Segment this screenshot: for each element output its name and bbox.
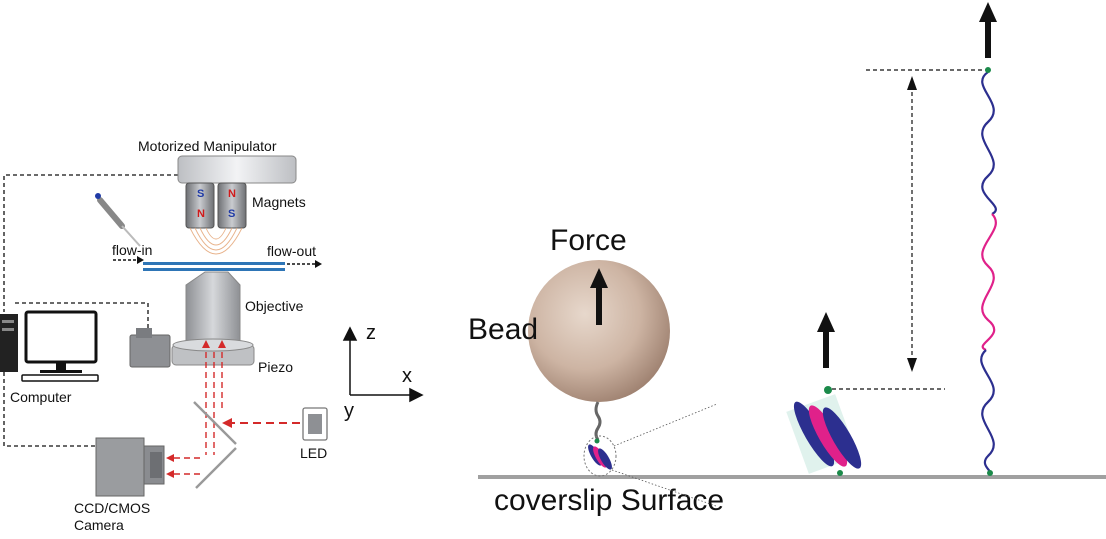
coverslip-surface <box>478 475 1106 479</box>
z-axis-label: z <box>366 322 376 344</box>
medium-force-arrow <box>817 312 835 368</box>
magnetic-field-lines <box>189 227 243 255</box>
magnet-pole-s: S <box>197 188 204 200</box>
extension-arrow-bottom <box>907 358 917 372</box>
camera-label-line2: Camera <box>74 517 124 533</box>
tether-linker <box>594 401 602 441</box>
instrument-setup: Motorized Manipulator S N N S Magnets <box>0 138 424 533</box>
folded-protein-small <box>583 435 617 477</box>
led-label: LED <box>300 445 327 461</box>
magnet-pole-n: N <box>228 188 236 200</box>
objective-label: Objective <box>245 298 304 314</box>
tether-schematic: coverslip Surface Bead Force <box>468 2 1106 517</box>
computer-label: Computer <box>10 389 72 405</box>
piezo-label: Piezo <box>258 359 293 375</box>
magnet-pole-s: S <box>228 208 235 220</box>
led-source <box>302 407 328 441</box>
computer-icon <box>0 310 99 382</box>
x-axis-label: x <box>402 365 412 387</box>
flow-in-arrow <box>113 256 144 264</box>
light-arrow-up <box>202 340 210 348</box>
extension-arrow-top <box>907 76 917 90</box>
light-path <box>172 352 223 475</box>
tether-anchor-bottom <box>987 470 993 476</box>
detector-box <box>129 328 171 368</box>
magnets-label: Magnets <box>252 194 306 210</box>
flow-out-arrow <box>287 260 322 268</box>
light-arrow-up <box>218 340 226 348</box>
flow-out-label: flow-out <box>267 243 316 259</box>
magnets: S N N S <box>185 182 247 255</box>
magnet-pole-n: N <box>197 208 205 220</box>
coordinate-axes <box>342 326 424 403</box>
flow-in-label: flow-in <box>112 242 152 258</box>
pipette-icon <box>95 193 141 247</box>
tether-anchor-top <box>985 67 991 73</box>
motorized-manipulator <box>177 155 297 184</box>
coverslip-surface-label: coverslip Surface <box>494 484 724 517</box>
ccd-camera <box>95 437 165 497</box>
motorized-manipulator-label: Motorized Manipulator <box>138 138 277 154</box>
extension-guides <box>832 69 988 390</box>
objective-lens <box>185 271 241 346</box>
y-axis-label: y <box>344 400 354 422</box>
mirrors <box>193 401 237 489</box>
force-label: Force <box>550 224 627 257</box>
camera-arrow <box>166 470 174 478</box>
unfolded-force-arrow <box>979 2 997 58</box>
camera-label-line1: CCD/CMOS <box>74 500 150 516</box>
unfolded-tether <box>980 71 997 473</box>
control-cables <box>3 174 178 447</box>
camera-arrow <box>166 454 174 462</box>
zoom-lines <box>611 403 718 507</box>
led-light-arrow <box>222 418 300 428</box>
piezo-stage <box>171 338 255 366</box>
flow-cell <box>143 262 285 271</box>
bead-label: Bead <box>468 313 538 346</box>
bead <box>528 260 670 402</box>
folded-protein-medium <box>786 386 862 476</box>
force-arrow <box>590 268 608 325</box>
